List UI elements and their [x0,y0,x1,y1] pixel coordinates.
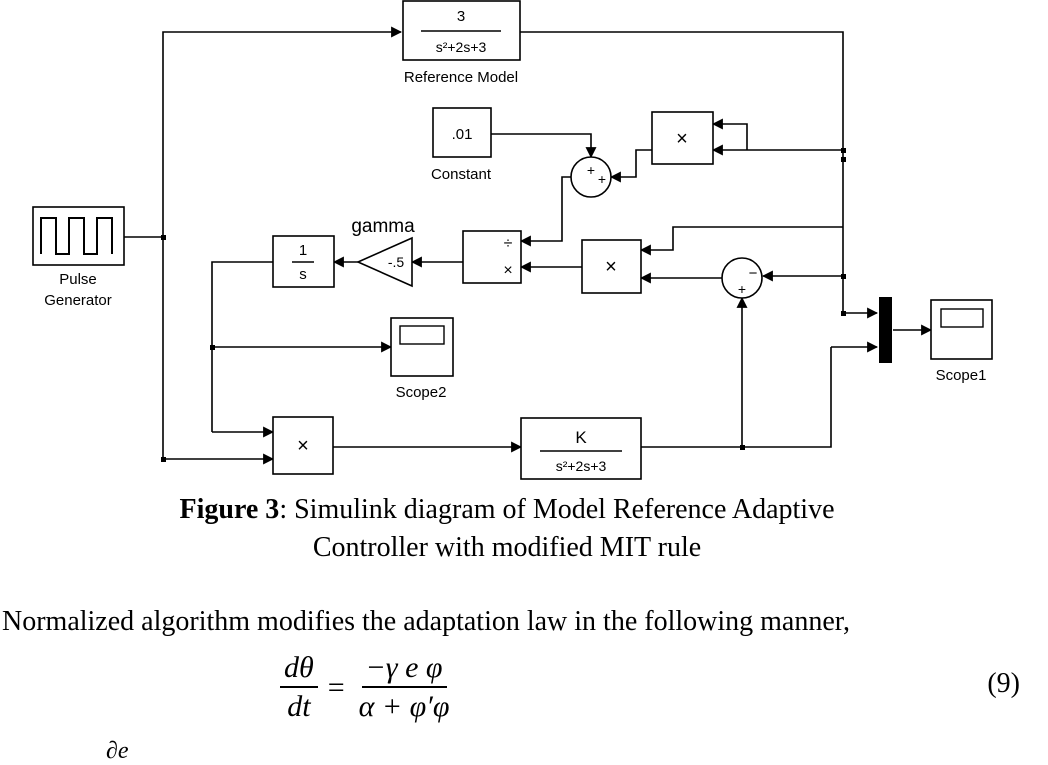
simulink-diagram: Pulse Generator 3 s²+2s+3 Reference Mode… [32,0,993,480]
constant-block[interactable]: .01 Constant [431,107,492,183]
product-mid-block[interactable]: × [581,239,642,294]
constant-value: .01 [452,126,473,143]
equation-number: (9) [987,668,1020,699]
product-mid-symbol: × [605,256,617,278]
reference-model-numerator: 3 [457,8,465,25]
divide-block[interactable]: ÷ × [462,230,522,284]
divide-multiply-symbol: × [503,262,512,279]
equation-rhs-numerator: −γ e φ [361,650,447,688]
pulse-generator-block[interactable]: Pulse Generator [32,206,125,309]
body-paragraph: Normalized algorithm modifies the adapta… [2,606,850,637]
sum-top-sign-2: + [598,171,606,187]
scope2-screen-icon [399,325,445,345]
gamma-gain-block[interactable]: -.5 gamma [351,216,415,288]
figure-caption-line-2: Controller with modified MIT rule [312,532,702,563]
plant-numerator: K [575,428,587,447]
pulse-generator-label-2: Generator [44,292,112,309]
integrator-block[interactable]: 1 s [272,235,335,288]
figure-caption-label: Figure 3 [179,494,280,525]
gamma-gain-label: gamma [351,216,415,237]
scope1-label: Scope1 [936,367,987,384]
signal-wires [124,26,933,465]
sum-top-sign-1: + [587,162,595,178]
sum-error-sign-1: − [749,265,758,282]
scope2-label: Scope2 [396,384,447,401]
constant-label: Constant [431,166,492,183]
figure-caption-text-1: : Simulink diagram of Model Reference Ad… [279,494,835,525]
reference-model-block[interactable]: 3 s²+2s+3 Reference Model [402,0,521,86]
gamma-gain-value: -.5 [388,254,405,270]
equation-9: dθ dt = −γ e φ α + φ′φ [280,646,453,730]
plant-block[interactable]: K s²+2s+3 [520,417,642,480]
reference-model-label: Reference Model [404,69,518,86]
partial-derivative-fragment: ∂e [106,738,129,764]
scope2-block[interactable]: Scope2 [390,317,454,401]
product-bottom-symbol: × [297,435,309,457]
plant-denominator: s²+2s+3 [556,458,607,474]
equation-rhs-denominator: α + φ′φ [358,690,450,723]
integrator-denominator: s [299,266,307,283]
product-top-symbol: × [676,128,688,150]
reference-model-denominator: s²+2s+3 [436,39,487,55]
product-bottom-block[interactable]: × [272,416,334,475]
wire-junctions [161,148,846,462]
mux-block[interactable] [879,297,892,363]
sum-top-block[interactable]: + + [570,156,612,198]
scope1-block[interactable]: Scope1 [930,299,993,384]
equation-lhs-numerator: dθ [280,650,318,688]
equation-equals: = [327,671,345,704]
integrator-numerator: 1 [299,242,307,259]
product-top-block[interactable]: × [651,111,714,165]
scope1-screen-icon [940,308,984,328]
equation-rhs: −γ e φ α + φ′φ [355,650,454,726]
sum-error-block[interactable]: − + [721,257,763,299]
pulse-waveform-icon [40,217,113,255]
sum-error-sign-2: + [738,281,746,297]
divide-symbol: ÷ [504,235,513,252]
figure-caption-line-1: Figure 3: Simulink diagram of Model Refe… [0,492,1014,528]
pulse-generator-label-1: Pulse [59,271,97,288]
equation-lhs-denominator: dt [287,690,311,723]
equation-lhs: dθ dt [280,650,318,726]
